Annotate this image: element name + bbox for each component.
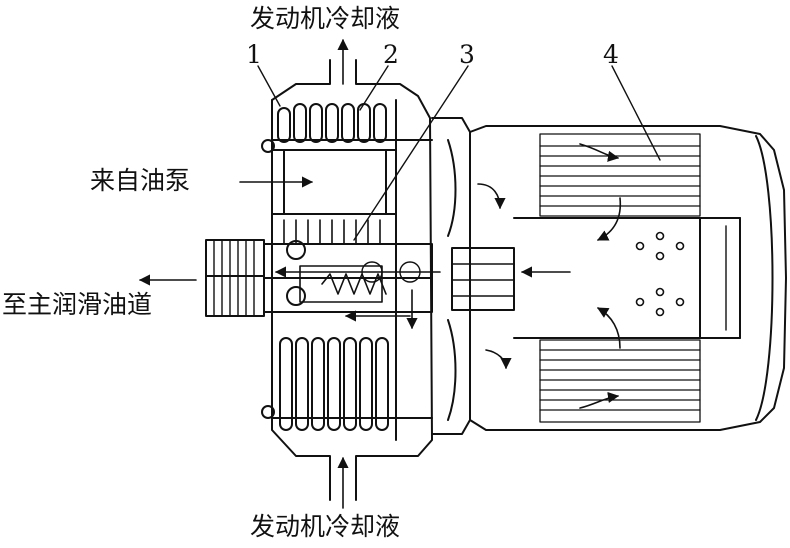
filter-lower-flow-arrow: [579, 391, 620, 409]
callout-leaders: [257, 65, 661, 241]
label-coolant-out: 发动机冷却液: [250, 4, 401, 33]
threaded-nipple: [205, 239, 265, 317]
lower-filter-pleats: [539, 339, 701, 423]
base-inlet-arrow-bottom: [485, 349, 512, 370]
filter-upper-flow-arrow: [579, 143, 620, 162]
upper-filter-pleats: [539, 133, 701, 217]
retaining-clip-bottom: [261, 405, 275, 419]
centre-bolt: [263, 240, 433, 313]
callout-2: 2: [383, 40, 399, 69]
label-from-oil-pump: 来自油泵: [90, 166, 191, 195]
bolt-port-upper: [286, 240, 306, 260]
callout-3: 3: [459, 40, 475, 69]
lower-cooler-fins: [279, 337, 389, 431]
filter-canister: [469, 125, 787, 431]
base-inlet-arrow-top: [477, 183, 506, 210]
filter-base: [431, 117, 515, 435]
callout-1: 1: [246, 40, 262, 69]
label-to-main-oil-gallery: 至主润滑油道: [2, 290, 153, 319]
flow-arrows: [138, 38, 622, 509]
cooler-housing: [271, 59, 433, 501]
bolt-port-lower: [286, 286, 306, 306]
label-coolant-in: 发动机冷却液: [250, 512, 401, 541]
centre-tube-holes: [635, 231, 685, 317]
pleat-inlet-arrow-bottom: [597, 307, 621, 349]
retaining-clip-top: [261, 139, 275, 153]
pleat-inlet-arrow-top: [596, 197, 622, 241]
bypass-spring: [321, 273, 387, 295]
callout-4: 4: [603, 40, 619, 69]
upper-cooler-fins: [277, 103, 387, 143]
